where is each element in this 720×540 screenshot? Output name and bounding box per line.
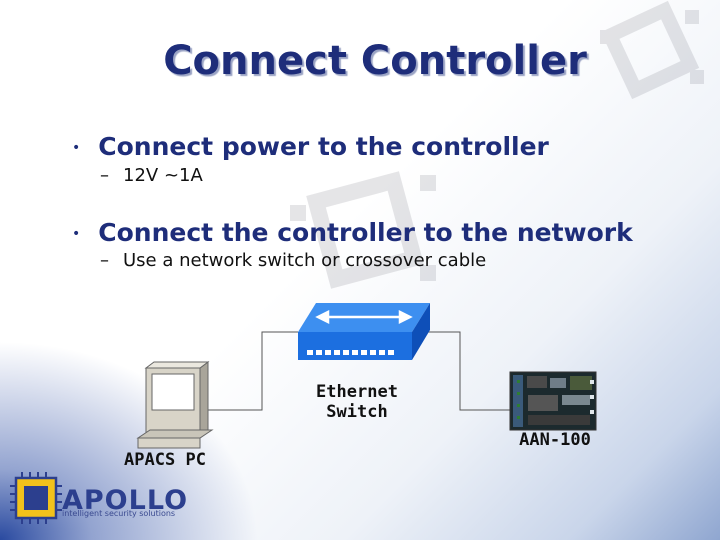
controller-label: AAN-100 <box>519 430 591 450</box>
switch-label: Ethernet Switch <box>312 382 402 422</box>
bullet-dot: • <box>72 226 81 242</box>
pc-computer-icon <box>136 361 214 449</box>
sub-bullet-2-text: Use a network switch or crossover cable <box>123 250 487 271</box>
network-cables <box>208 331 510 411</box>
bullet-2: • Connect the controller to the network <box>72 218 633 247</box>
bullet-2-text: Connect the controller to the network <box>98 218 633 247</box>
sub-bullet-1: –12V ~1A <box>100 165 203 186</box>
logo-name: APOLLO <box>62 485 189 516</box>
bullet-1-text: Connect power to the controller <box>98 132 549 161</box>
sub-bullet-2: –Use a network switch or crossover cable <box>100 250 486 271</box>
apollo-logo-icon <box>10 472 62 524</box>
watermark-circuit-icon <box>600 0 704 100</box>
slide-title: Connect Controller <box>163 38 587 84</box>
sub-bullet-dash: – <box>100 165 109 186</box>
aan-100-controller-icon <box>509 371 597 431</box>
logo-tagline: intelligent security solutions <box>62 509 176 518</box>
bullet-1: • Connect power to the controller <box>72 132 549 161</box>
ethernet-switch-icon <box>298 303 430 360</box>
pc-label: APACS PC <box>124 450 206 470</box>
sub-bullet-1-text: 12V ~1A <box>123 165 203 186</box>
bullet-dot: • <box>72 140 81 156</box>
watermark-circuit-icon <box>290 171 436 289</box>
sub-bullet-dash: – <box>100 250 109 271</box>
switch-label-line1: Ethernet <box>316 382 398 402</box>
switch-label-line2: Switch <box>326 402 388 422</box>
